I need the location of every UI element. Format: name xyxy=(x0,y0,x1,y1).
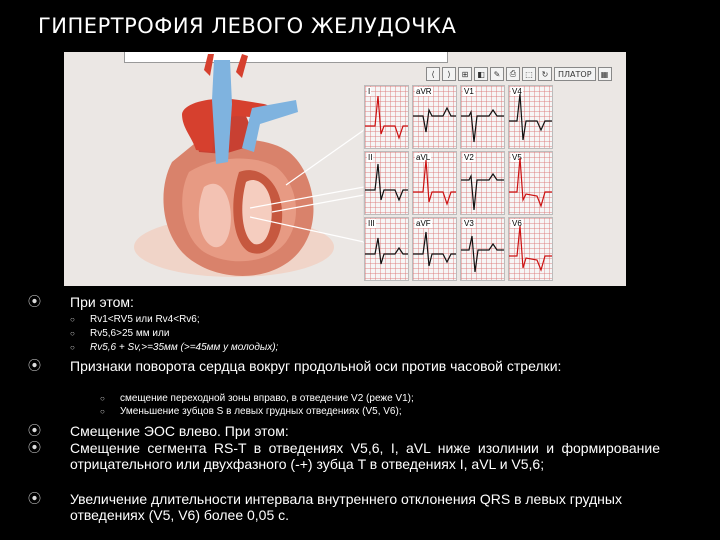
ecg-waveform xyxy=(413,231,456,267)
lead-label: III xyxy=(367,219,376,228)
ecg-lead: aVL xyxy=(412,151,457,215)
ecg-trace xyxy=(509,157,552,208)
bullet-icon: ⦿ xyxy=(28,423,42,438)
ecg-trace xyxy=(413,106,456,133)
circle-bullet-icon: ○ xyxy=(70,315,75,324)
ecg-trace xyxy=(413,159,456,206)
lead-label: V2 xyxy=(463,153,475,162)
heart-illustration xyxy=(134,54,364,277)
bullet-icon: ⦿ xyxy=(28,358,42,373)
ecg-waveform xyxy=(509,157,552,208)
toolbar-button: ⎙ xyxy=(506,67,520,81)
ecg-panel: I aVR V1 V4 II aVL V2 V5 III aVF V3 V6 xyxy=(364,85,612,281)
ecg-lead: V4 xyxy=(508,85,553,149)
sub-bullet-text: Rv1<RV5 или Rv4<Rv6; xyxy=(90,314,200,325)
toolbar-button: ↻ xyxy=(538,67,552,81)
bullet-text: Признаки поворота сердца вокруг продольн… xyxy=(70,358,562,374)
ecg-toolbar: ⟨ ⟩ ⊞ ◧ ✎ ⎙ ⬚ ↻ ПЛАТОР ▦ xyxy=(426,66,612,82)
toolbar-button: ✎ xyxy=(490,67,504,81)
circle-bullet-icon: ○ xyxy=(70,343,75,352)
toolbar-button: ▦ xyxy=(597,67,612,81)
ecg-lead: V5 xyxy=(508,151,553,215)
ecg-trace xyxy=(365,95,408,140)
lead-label: aVR xyxy=(415,87,433,96)
lead-label: V4 xyxy=(511,87,523,96)
bullet-text: Смещение сегмента RS-T в отведениях V5,6… xyxy=(70,440,660,472)
ecg-trace xyxy=(509,225,552,272)
sub-bullet-text: Уменьшение зубцов S в левых грудных отве… xyxy=(120,406,402,417)
ecg-trace xyxy=(413,231,456,267)
ecg-trace xyxy=(461,172,504,211)
circle-bullet-icon: ○ xyxy=(100,394,105,403)
bullet-icon: ⦿ xyxy=(28,440,42,455)
sub-bullet-text: Rv5,6 + Sv,>=35мм (>=45мм у молодых); xyxy=(90,342,279,353)
lead-label: aVL xyxy=(415,153,432,162)
lead-label: I xyxy=(367,87,372,96)
ecg-waveform xyxy=(509,93,552,141)
sub-bullet-text: смещение переходной зоны вправо, в отвед… xyxy=(120,393,414,404)
lead-label: II xyxy=(367,153,374,162)
ecg-waveform xyxy=(365,237,408,265)
lead-label: V3 xyxy=(463,219,475,228)
window-strip xyxy=(124,52,448,63)
toolbar-button: ⟨ xyxy=(426,67,440,81)
bullet-text: Смещение ЭОС влево. При этом: xyxy=(70,423,289,439)
toolbar-button: ⊞ xyxy=(458,67,472,81)
toolbar-button: ◧ xyxy=(474,67,488,81)
ecg-waveform xyxy=(413,106,456,133)
ecg-lead: II xyxy=(364,151,409,215)
sub-bullet-text: Rv5,6>25 мм или xyxy=(90,328,170,339)
illustration: ⟨ ⟩ ⊞ ◧ ✎ ⎙ ⬚ ↻ ПЛАТОР ▦ I aVR V1 V4 II xyxy=(64,52,626,286)
ecg-waveform xyxy=(413,159,456,206)
ecg-lead: III xyxy=(364,217,409,281)
bullet-icon: ⦿ xyxy=(28,294,42,309)
ecg-lead: aVR xyxy=(412,85,457,149)
ecg-waveform xyxy=(461,235,504,273)
bullet-text: При этом: xyxy=(70,294,134,310)
toolbar-button: ⟩ xyxy=(442,67,456,81)
ecg-trace xyxy=(365,163,408,202)
lead-label: V1 xyxy=(463,87,475,96)
ecg-lead: V3 xyxy=(460,217,505,281)
ecg-lead: I xyxy=(364,85,409,149)
ecg-lead: aVF xyxy=(412,217,457,281)
slide-title: ГИПЕРТРОФИЯ ЛЕВОГО ЖЕЛУДОЧКА xyxy=(38,14,457,38)
ecg-trace xyxy=(461,235,504,273)
lead-label: aVF xyxy=(415,219,432,228)
lead-label: V6 xyxy=(511,219,523,228)
bullet-icon: ⦿ xyxy=(28,491,42,506)
ecg-lead: V2 xyxy=(460,151,505,215)
circle-bullet-icon: ○ xyxy=(70,329,75,338)
ecg-waveform xyxy=(461,108,504,143)
toolbar-button: ⬚ xyxy=(522,67,536,81)
ecg-waveform xyxy=(365,95,408,140)
toolbar-label: ПЛАТОР xyxy=(554,67,596,81)
ecg-trace xyxy=(461,108,504,143)
ecg-trace xyxy=(509,93,552,141)
ecg-waveform xyxy=(365,163,408,202)
bullet-text: Увеличение длительности интервала внутре… xyxy=(70,491,622,523)
circle-bullet-icon: ○ xyxy=(100,407,105,416)
ecg-waveform xyxy=(509,225,552,272)
lead-label: V5 xyxy=(511,153,523,162)
ecg-trace xyxy=(365,237,408,265)
ecg-lead: V1 xyxy=(460,85,505,149)
ecg-lead: V6 xyxy=(508,217,553,281)
ecg-waveform xyxy=(461,172,504,211)
